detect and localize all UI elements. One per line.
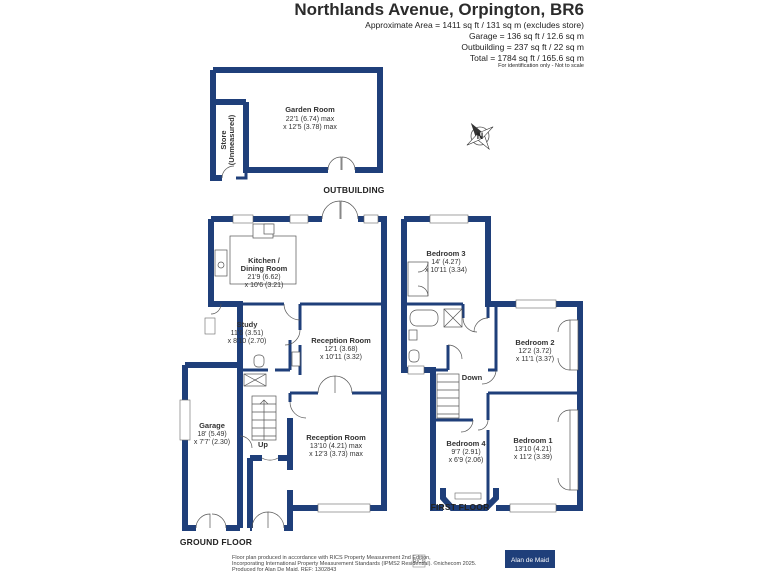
bedroom4-dim1: 9'7 (2.91) (451, 449, 480, 456)
footer-text-2: Incorporating International Property Mea… (232, 560, 477, 567)
garage-dim2: x 7'7' (2.30) (194, 439, 230, 446)
reception1-dim2: x 10'11 (3.32) (320, 354, 362, 361)
footer-text-3: Produced for Alan De Maid. REF: 1302843 (232, 567, 336, 573)
bedroom3-name: Bedroom 3 (426, 249, 465, 258)
outbuilding-label: OUTBUILDING (323, 185, 384, 195)
garden-room-name: Garden Room (285, 105, 335, 114)
ground-floor-plan (179, 200, 387, 531)
scale-note: For identification only - Not to scale (498, 63, 584, 69)
area-total-approx: Approximate Area = 1411 sq ft / 131 sq m… (365, 20, 584, 30)
kitchen-name2: Dining Room (241, 264, 288, 273)
bedroom3-dim1: 14' (4.27) (431, 259, 460, 266)
bedroom1-dim1: 13'10 (4.21) (514, 446, 551, 453)
kitchen-dim1: 21'9 (6.62) (247, 274, 280, 281)
reception2-dim2: x 12'3 (3.73) max (309, 451, 363, 458)
bedroom3-dim2: x 10'11 (3.34) (425, 267, 467, 274)
compass-icon: N (466, 122, 494, 151)
area-total: Total = 1784 sq ft / 165.6 sq m (469, 53, 584, 63)
first-floor-plan (401, 214, 583, 513)
garden-room-dim1: 22'1 (6.74) max (286, 116, 335, 123)
reception2-dim1: 13'10 (4.21) max (310, 443, 363, 450)
garage-dim1: 18' (5.49) (197, 431, 226, 438)
ground-floor-label: GROUND FLOOR (180, 537, 252, 547)
area-garage: Garage = 136 sq ft / 12.6 sq m (468, 31, 584, 41)
garage-name: Garage (199, 421, 225, 430)
outbuilding-plan (210, 67, 383, 181)
reception1-dim1: 12'1 (3.68) (324, 346, 357, 353)
store-sub: (Unmeasured) (227, 114, 236, 165)
bedroom4-name: Bedroom 4 (446, 439, 486, 448)
brand-logo: Alan de Maid (511, 557, 549, 564)
kitchen-name1: Kitchen / (248, 256, 281, 265)
kitchen-dim2: x 10'6 (3.21) (245, 282, 284, 289)
svg-text:RICS: RICS (413, 559, 426, 565)
reception1-name: Reception Room (311, 336, 371, 345)
footer-text-1: Floor plan produced in accordance with R… (232, 555, 431, 561)
compass-letter: N (477, 131, 484, 141)
area-outbuilding: Outbuilding = 237 sq ft / 22 sq m (461, 42, 584, 52)
study-dim2: x 8'10 (2.70) (228, 338, 267, 345)
first-floor-label: FIRST FLOOR (431, 502, 490, 512)
garden-room-dim2: x 12'5 (3.78) max (283, 124, 337, 131)
footer-logos: RICS Alan de Maid (412, 550, 555, 568)
page-title: Northlands Avenue, Orpington, BR6 (294, 0, 584, 19)
bedroom1-name: Bedroom 1 (513, 436, 552, 445)
reception2-name: Reception Room (306, 433, 366, 442)
stairs-up-label: Up (258, 440, 268, 449)
bedroom2-name: Bedroom 2 (515, 338, 554, 347)
study-dim1: 11'6 (3.51) (231, 330, 264, 337)
store-name: Store (219, 130, 228, 149)
study-name: Study (237, 320, 259, 329)
bedroom4-dim2: x 6'9 (2.06) (449, 457, 484, 464)
bedroom2-dim2: x 11'1 (3.37) (516, 356, 554, 363)
bedroom1-dim2: x 11'2 (3.39) (514, 454, 552, 461)
bedroom2-dim1: 12'2 (3.72) (518, 348, 551, 355)
stairs-down-label: Down (462, 373, 483, 382)
